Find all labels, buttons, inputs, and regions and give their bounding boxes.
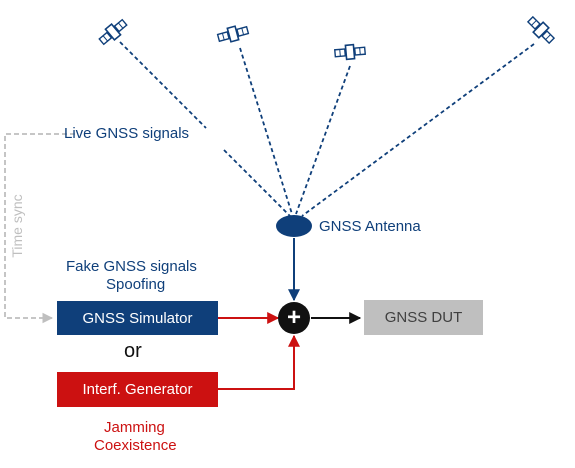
interf-arrow (218, 334, 300, 390)
satellite-icon (215, 22, 251, 46)
satellite-icon (524, 13, 558, 47)
or-label: or (124, 340, 142, 362)
gnss-simulator-box: GNSS Simulator (57, 301, 218, 335)
gnss-dut-box: GNSS DUT (364, 300, 483, 335)
coexistence-label: Coexistence (94, 437, 177, 454)
time-sync-label: Time sync (9, 194, 25, 258)
antenna-icon (276, 215, 312, 237)
fake-signals-label: Fake GNSS signals (66, 258, 197, 275)
live-signals-label: Live GNSS signals (64, 125, 190, 142)
jamming-label: Jamming (104, 419, 165, 436)
time-sync-line (4, 133, 75, 324)
combiner-icon (278, 302, 310, 334)
spoofing-label: Spoofing (106, 276, 166, 293)
satellite-icon (333, 42, 367, 62)
interf-generator-box: Interf. Generator (57, 372, 218, 407)
live-signal-lines (119, 41, 535, 217)
antenna-label: GNSS Antenna (319, 218, 421, 235)
combiner-symbol: + (286, 304, 301, 331)
satellite-icon (96, 16, 130, 48)
